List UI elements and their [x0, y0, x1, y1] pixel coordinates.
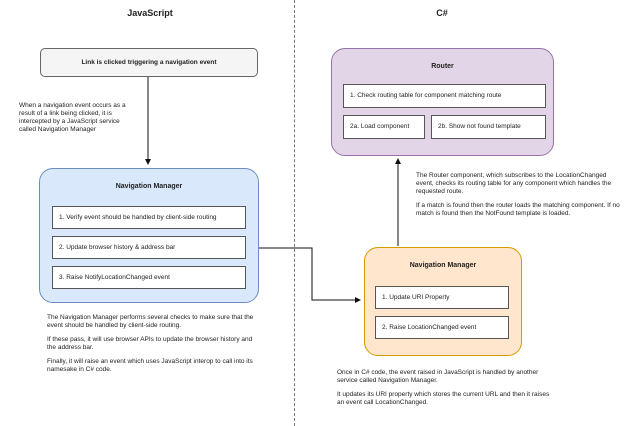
js-step-verify: 1. Verify event should be handled by cli… — [52, 206, 246, 229]
cs-step-update-uri-label: 1. Update URI Property — [382, 293, 450, 301]
router-step-load-component: 2a. Load component — [343, 115, 425, 139]
router-notes: The Router component, which subscribes t… — [416, 172, 622, 224]
router-note-1: The Router component, which subscribes t… — [416, 172, 612, 195]
trigger-note: When a navigation event occurs as a resu… — [19, 102, 126, 133]
cs-navigation-manager-panel: Navigation Manager 1. Update URI Propert… — [364, 247, 522, 356]
cs-note-2: It updates its URI property which stores… — [337, 391, 550, 406]
cs-step-raise-location-changed: 2. Raise LocationChanged event — [375, 316, 509, 339]
router-step-not-found-label: 2b. Show not found template — [438, 123, 521, 130]
router-step-check-table-label: 1. Check routing table for component mat… — [350, 92, 502, 99]
js-step-raise-event-label: 3. Raise NotifyLocationChanged event — [59, 273, 170, 281]
js-step-update-history-label: 2. Update browser history & address bar — [59, 243, 176, 251]
js-step-update-history: 2. Update browser history & address bar — [52, 236, 246, 259]
router-step-load-component-label: 2a. Load component — [350, 123, 410, 130]
js-step-verify-label: 1. Verify event should be handled by cli… — [59, 213, 217, 221]
cs-navigation-manager-title: Navigation Manager — [409, 262, 477, 269]
js-notes: The Navigation Manager performs several … — [47, 314, 262, 380]
router-step-check-table: 1. Check routing table for component mat… — [343, 84, 546, 108]
cs-step-update-uri: 1. Update URI Property — [375, 286, 509, 309]
column-divider — [294, 0, 295, 426]
js-note-1: The Navigation Manager performs several … — [47, 314, 254, 329]
js-step-raise-event: 3. Raise NotifyLocationChanged event — [52, 266, 246, 289]
cs-note-1: Once in C# code, the event raised in Jav… — [337, 369, 539, 384]
arrow-js-manager-to-cs-manager — [259, 247, 361, 303]
js-navigation-manager-panel: Navigation Manager 1. Verify event shoul… — [39, 168, 259, 303]
cs-step-raise-location-changed-label: 2. Raise LocationChanged event — [382, 323, 477, 331]
router-title: Router — [431, 63, 454, 70]
trigger-box-label: Link is clicked triggering a navigation … — [81, 58, 217, 66]
trigger-box: Link is clicked triggering a navigation … — [40, 48, 258, 77]
javascript-column-title: JavaScript — [127, 8, 173, 18]
js-note-2: If these pass, it will use browser APIs … — [47, 336, 253, 351]
js-navigation-manager-title: Navigation Manager — [115, 183, 183, 190]
js-note-3: Finally, it will raise an event which us… — [47, 358, 253, 373]
router-note-2: If a match is found then the router load… — [416, 202, 620, 217]
cs-notes: Once in C# code, the event raised in Jav… — [337, 369, 553, 413]
router-step-not-found: 2b. Show not found template — [431, 115, 546, 139]
router-panel: Router 1. Check routing table for compon… — [331, 48, 554, 156]
csharp-column-title: C# — [436, 8, 448, 18]
